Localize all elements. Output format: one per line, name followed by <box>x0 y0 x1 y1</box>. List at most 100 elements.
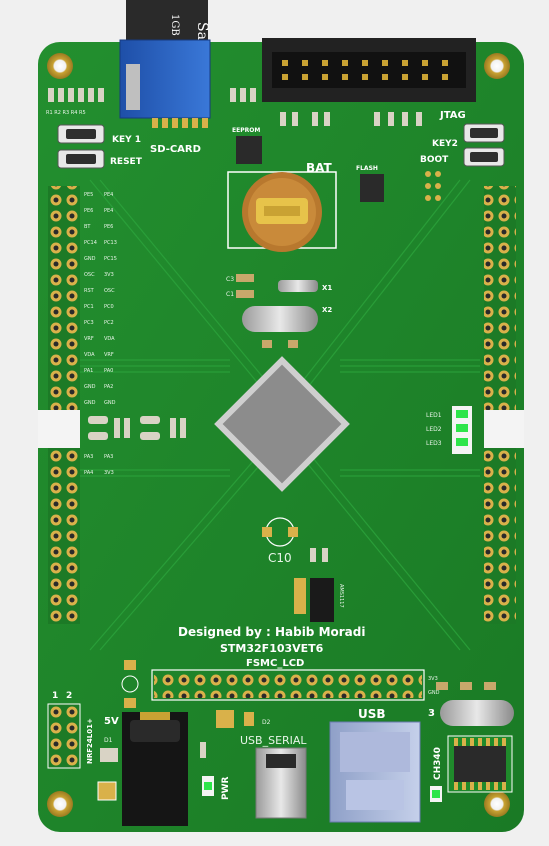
flash-label: FLASH <box>356 165 378 172</box>
capacitor-c3 <box>236 274 254 282</box>
left-pin-label: PA1 <box>84 368 93 374</box>
left-pin-label: 3V3 <box>104 272 114 278</box>
nrf-pin-1: 1 <box>52 691 58 701</box>
jtag-pins <box>282 60 448 80</box>
mount-hole-bl <box>47 791 73 817</box>
dc-jack-pad <box>97 781 117 801</box>
usb-serial-label: USB_SERIAL <box>240 734 307 747</box>
left-pin-label: PE6 <box>104 224 113 230</box>
sd-card-slot <box>126 64 140 110</box>
designer-text: Designed by : Habib Moradi <box>178 625 365 639</box>
left-pin-label: PC14 <box>84 240 97 246</box>
resistors-top-left <box>48 88 104 102</box>
left-pin-header <box>48 186 80 410</box>
left-pin-label: GND <box>84 256 96 262</box>
left-pin-label: PE4 <box>104 192 113 198</box>
left-pin-label: PC1 <box>84 304 94 310</box>
fsmc-3v3: 3V3 <box>428 676 438 682</box>
test-point <box>121 675 139 693</box>
right-edge-gap <box>484 410 524 448</box>
right-pin-header-lower <box>484 448 516 624</box>
left-pin-label: GND <box>84 400 96 406</box>
key1-label: KEY 1 <box>112 135 141 145</box>
left-pin-label: VRF <box>104 352 114 358</box>
left-pin-label: OSC <box>84 272 95 278</box>
five-v-label: 5V <box>104 716 119 727</box>
d1-label: D1 <box>104 737 113 744</box>
regulator-resistors <box>310 548 328 562</box>
c3-label: C3 <box>226 276 234 283</box>
crystal-x1 <box>278 280 318 292</box>
left-pin-label: PA4 <box>84 470 93 476</box>
boot-label: BOOT <box>420 155 449 165</box>
flash-chip <box>360 174 384 202</box>
left-pin-label: PC2 <box>104 320 114 326</box>
d2-label: D2 <box>262 719 271 726</box>
led-block <box>452 406 472 454</box>
num-three-label: 3 <box>428 708 435 719</box>
nrf-label: NRF24L01+ <box>86 718 94 764</box>
capacitor-c1 <box>236 290 254 298</box>
reset-label: RESET <box>110 157 143 167</box>
sd-card-pins <box>152 118 208 128</box>
fsmc-label: FSMC_LCD <box>246 658 304 669</box>
left-pin-label: PE4 <box>104 208 113 214</box>
regulator-body <box>310 578 334 622</box>
c1-label: C1 <box>226 291 234 298</box>
resistors-top-right <box>230 88 422 126</box>
left-pin-label: GND <box>84 384 96 390</box>
left-pin-label: VRF <box>84 336 94 342</box>
left-pin-label: OSC <box>104 288 115 294</box>
left-pin-label: VDA <box>84 352 95 358</box>
sd-card-label: SD-CARD <box>150 144 201 155</box>
led2-label: LED2 <box>426 426 442 433</box>
resistor-labels: R1 R2 R3 R4 R5 <box>46 110 86 116</box>
mount-hole-tl <box>47 53 73 79</box>
x1-label: X1 <box>322 284 332 292</box>
left-edge-gap <box>38 410 80 448</box>
usb-label: USB <box>358 707 386 721</box>
left-pin-label: PC15 <box>104 256 117 262</box>
left-pin-label: PC0 <box>104 304 114 310</box>
nrf-header <box>47 703 81 769</box>
nrf-pin-2: 2 <box>66 691 72 701</box>
left-pin-label: PC3 <box>84 320 94 326</box>
left-pin-label: 3V3 <box>104 470 114 476</box>
usb-serial-pad-2 <box>244 712 254 726</box>
pwr-label: PWR <box>221 776 231 800</box>
crystal-bottom-right <box>440 700 514 726</box>
left-pin-label: PA0 <box>104 368 113 374</box>
key2-label: KEY2 <box>432 139 458 149</box>
left-pin-label: PA2 <box>104 384 113 390</box>
c10-label: C10 <box>268 551 292 565</box>
boot-pins <box>425 171 441 201</box>
x2-label: X2 <box>322 306 332 314</box>
jtag-label: JTAG <box>439 110 466 121</box>
left-pin-header-lower <box>48 448 80 624</box>
left-small-components <box>88 416 186 440</box>
eeprom-chip <box>236 136 262 164</box>
fsmc-header <box>151 669 425 701</box>
left-pin-label: GND <box>104 400 116 406</box>
eeprom-label: EEPROM <box>232 127 260 134</box>
left-pin-label: PA3 <box>104 454 113 460</box>
led3-label: LED3 <box>426 440 442 447</box>
mount-hole-br <box>484 791 510 817</box>
left-pin-label: PC13 <box>104 240 117 246</box>
ch340-label: CH340 <box>433 747 443 780</box>
mount-hole-tr <box>484 53 510 79</box>
regulator-tab <box>294 578 306 614</box>
left-pin-label: BT <box>84 224 91 230</box>
chip-model-text: STM32F103VET6 <box>220 642 324 655</box>
sd-card-size: 1GB <box>169 14 180 36</box>
ch340-pins <box>454 738 506 790</box>
pcb-traces <box>80 179 480 651</box>
left-pin-label: PA3 <box>84 454 93 460</box>
regulator-label: AMS1117 <box>338 584 344 608</box>
left-pin-label: VDA <box>104 336 115 342</box>
ch340-caps <box>436 682 496 690</box>
left-pin-label: PE5 <box>84 192 93 198</box>
crystal-x2 <box>242 306 318 332</box>
